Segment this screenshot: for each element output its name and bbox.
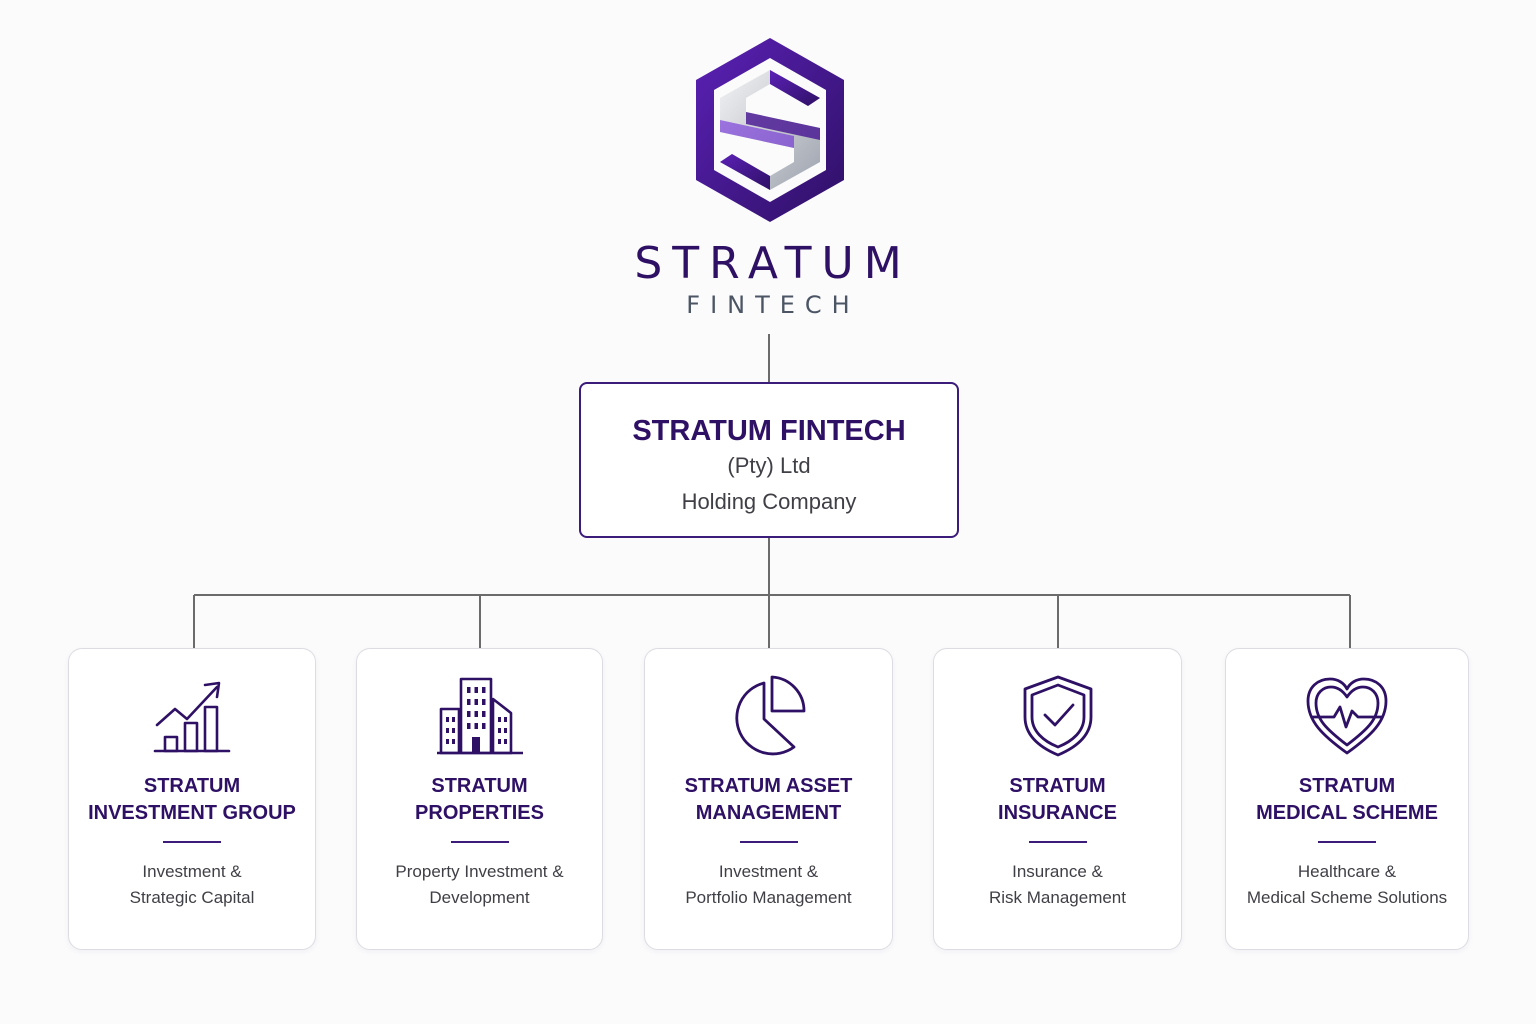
subsidiary-card-asset-management: STRATUM ASSET MANAGEMENT Investment & Po… — [644, 648, 893, 950]
brand-name: STRATUM — [634, 238, 912, 289]
subsidiary-description: Healthcare & Medical Scheme Solutions — [1246, 862, 1448, 907]
buildings-icon — [436, 677, 523, 755]
divider — [450, 841, 509, 843]
holding-company-box: STRATUM FINTECH (Pty) Ltd Holding Compan… — [579, 382, 959, 538]
subsidiary-title: STRATUM PROPERTIES — [415, 775, 544, 824]
brand-subtitle: FINTECH — [686, 291, 860, 319]
subsidiary-card-insurance: STRATUM INSURANCE Insurance & Risk Manag… — [933, 648, 1182, 950]
bar-chart-growth-icon — [153, 681, 231, 753]
holding-subtitle: (Pty) Ltd — [727, 453, 811, 478]
subsidiary-card-investment-group: STRATUM INVESTMENT GROUP Investment & St… — [68, 648, 316, 950]
subsidiary-title: STRATUM INSURANCE — [998, 775, 1117, 824]
divider — [739, 841, 798, 843]
divider — [163, 841, 221, 843]
subsidiary-card-properties: STRATUM PROPERTIES Property Investment &… — [356, 648, 603, 950]
subsidiary-description: Property Investment & Development — [395, 862, 564, 907]
divider — [1028, 841, 1087, 843]
pie-chart-icon — [734, 675, 805, 756]
heart-pulse-icon — [1306, 677, 1388, 755]
stratum-s-logo-icon — [696, 38, 844, 222]
subsidiary-description: Investment & Portfolio Management — [685, 862, 852, 907]
subsidiary-card-medical-scheme: STRATUM MEDICAL SCHEME Healthcare & Medi… — [1225, 648, 1469, 950]
shield-check-icon — [1023, 675, 1092, 757]
holding-title: STRATUM FINTECH — [632, 415, 906, 447]
subsidiary-title: STRATUM INVESTMENT GROUP — [88, 775, 296, 824]
subsidiary-title: STRATUM MEDICAL SCHEME — [1256, 775, 1438, 824]
subsidiary-description: Insurance & Risk Management — [988, 862, 1126, 907]
divider — [1318, 841, 1376, 843]
subsidiary-title: STRATUM ASSET MANAGEMENT — [684, 775, 853, 824]
subsidiary-description: Investment & Strategic Capital — [129, 862, 255, 907]
holding-type: Holding Company — [681, 489, 857, 514]
